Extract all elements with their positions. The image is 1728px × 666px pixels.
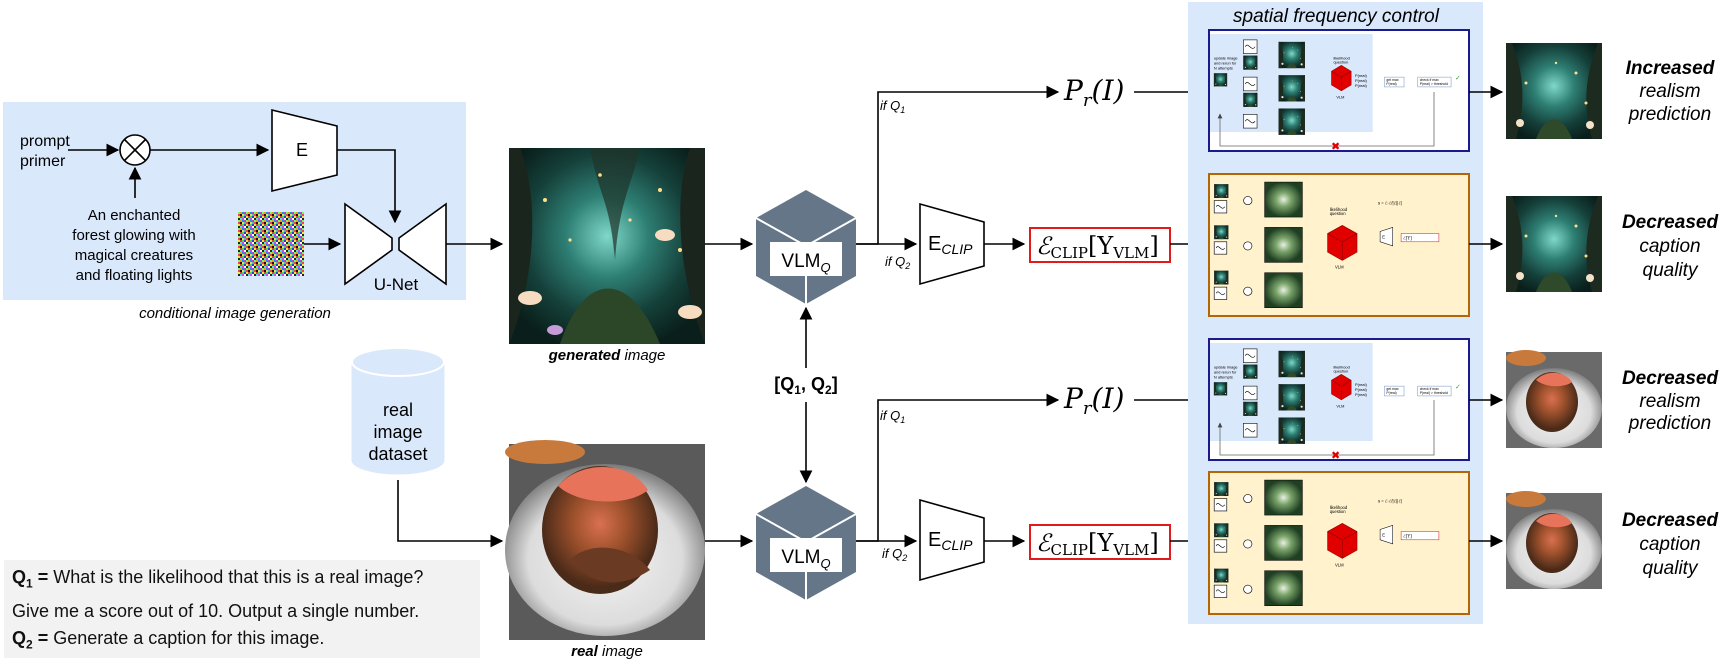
outcome-label-3: Decreased realism prediction — [1622, 368, 1719, 434]
q1-line-2: Give me a score out of 10. Output a sing… — [12, 600, 420, 621]
svg-text:An enchanted: An enchanted — [88, 207, 181, 224]
svg-text:realism: realism — [1639, 391, 1700, 412]
sfc-realism-box-bottom: ✖ — [1208, 338, 1470, 462]
encoder-label: E — [296, 140, 308, 160]
svg-text:quality: quality — [1643, 260, 1699, 281]
clip-embedding-bottom: ℰCLIP[YVLM] — [1036, 529, 1159, 559]
vlm-label-bottom: VLMQ — [781, 547, 830, 571]
vlm-cube-top — [755, 190, 857, 304]
dataset-cylinder — [351, 347, 445, 475]
svg-text:Decreased: Decreased — [1622, 510, 1719, 531]
svg-text:forest glowing with: forest glowing with — [72, 227, 195, 244]
if-q1-bottom: if Q1 — [880, 408, 905, 425]
questions-label: [Q1, Q2] — [774, 374, 837, 397]
eclip-shape-top — [919, 202, 985, 286]
encoder-shape — [271, 108, 338, 193]
generation-caption: conditional image generation — [139, 305, 331, 322]
clip-embedding-top: ℰCLIP[YVLM] — [1036, 232, 1159, 262]
prob-real-bottom: Pr(I) — [1063, 382, 1124, 419]
generated-image — [509, 148, 705, 344]
generation-panel — [3, 102, 466, 300]
svg-text:realism: realism — [1639, 81, 1700, 102]
real-image — [505, 440, 705, 640]
noise-image — [238, 212, 304, 276]
prompt-text: An enchanted forest glowing with magical… — [72, 207, 195, 284]
output-image-3 — [1506, 350, 1602, 448]
clip-embedding-box-bottom — [1029, 524, 1171, 560]
unet-label: U-Net — [374, 275, 419, 294]
sfc-caption-box-top — [1208, 173, 1470, 317]
sfc-realism-box-top: ✖ — [1208, 29, 1470, 153]
eclip-shape-bottom — [919, 498, 985, 582]
sfc-caption-box-bottom — [1208, 471, 1470, 615]
svg-text:caption: caption — [1639, 236, 1700, 257]
svg-text:Decreased: Decreased — [1622, 368, 1719, 389]
eclip-label-bottom: ECLIP — [928, 529, 973, 553]
eclip-label-top: ECLIP — [928, 233, 973, 257]
real-image-caption: real image — [571, 643, 643, 660]
outcome-label-1: Increased realism prediction — [1626, 58, 1715, 125]
outcome-label-4: Decreased caption quality — [1622, 510, 1719, 579]
svg-text:caption: caption — [1639, 534, 1700, 555]
sfc-title: spatial frequency control — [1233, 6, 1440, 27]
svg-text:dataset: dataset — [368, 444, 427, 464]
svg-text:and floating lights: and floating lights — [76, 267, 193, 284]
unet-shape — [344, 202, 447, 286]
questions-legend: Q1 = What is the likelihood that this is… — [4, 560, 480, 658]
output-image-1 — [1506, 43, 1602, 139]
reject-icon-top: ✖ — [1331, 141, 1340, 153]
clip-embedding-box-top — [1029, 227, 1171, 263]
if-q1-top: if Q1 — [880, 98, 905, 115]
svg-text:prediction: prediction — [1628, 104, 1711, 125]
svg-text:prediction: prediction — [1628, 413, 1711, 434]
svg-text:image: image — [373, 422, 422, 442]
prompt-primer-line2: primer — [20, 153, 66, 170]
svg-text:magical creatures: magical creatures — [75, 247, 193, 264]
q1-line: Q1 = What is the likelihood that this is… — [12, 567, 424, 591]
svg-text:real: real — [383, 400, 413, 420]
outcome-label-2: Decreased caption quality — [1622, 212, 1719, 281]
multiply-icon — [119, 134, 151, 166]
vlm-cube-bottom — [755, 486, 857, 600]
svg-text:quality: quality — [1643, 558, 1699, 579]
generated-image-caption: generated image — [548, 347, 666, 364]
svg-text:Increased: Increased — [1626, 58, 1715, 79]
q2-line: Q2 = Generate a caption for this image. — [12, 627, 325, 652]
prob-real-top: Pr(I) — [1063, 74, 1124, 111]
output-image-4 — [1506, 491, 1602, 589]
reject-icon-bottom: ✖ — [1331, 450, 1340, 462]
if-q2-bottom: if Q2 — [882, 546, 907, 563]
vlm-label-top: VLMQ — [781, 251, 830, 275]
dataset-label: real image dataset — [368, 400, 427, 464]
prompt-primer-line1: prompt — [20, 133, 70, 150]
output-image-2 — [1506, 196, 1602, 292]
if-q2-top: if Q2 — [885, 254, 910, 271]
svg-text:Decreased: Decreased — [1622, 212, 1719, 233]
